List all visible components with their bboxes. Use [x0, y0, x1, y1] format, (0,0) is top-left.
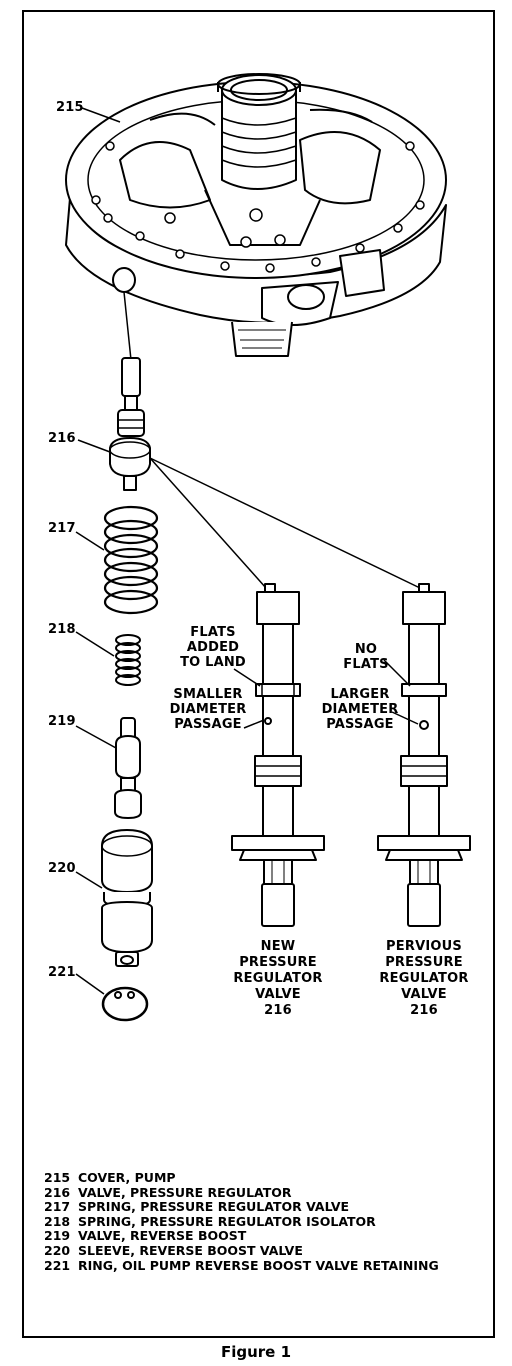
- callout-217: 217: [48, 521, 76, 536]
- pressure-regulator-valve-exploded: [109, 357, 151, 491]
- prev-title-line2: PRESSURE: [385, 955, 463, 970]
- previous-valve-flats-note: NO FLATS: [336, 642, 396, 672]
- legend-row: 220 SLEEVE, REVERSE BOOST VALVE: [44, 1242, 439, 1259]
- legend-row: 215 COVER, PUMP: [44, 1170, 439, 1186]
- prev-flats-line2: FLATS: [343, 657, 389, 672]
- pump-cover: [65, 73, 447, 357]
- parts-legend: 215 COVER, PUMP 216 VALVE, PRESSURE REGULA…: [44, 1170, 439, 1274]
- legend-row: 217 SPRING, PRESSURE REGULATOR VALVE: [44, 1199, 439, 1215]
- previous-pressure-regulator-valve: [377, 583, 471, 927]
- new-title-line3: REGULATOR: [233, 971, 323, 986]
- new-title-line2: PRESSURE: [239, 955, 317, 970]
- legend-row: 219 VALVE, REVERSE BOOST: [44, 1229, 439, 1244]
- prev-title-line3: REGULATOR: [379, 971, 469, 986]
- callout-215: 215: [56, 100, 84, 115]
- new-valve-title: NEW PRESSURE REGULATOR VALVE 216: [218, 939, 338, 1019]
- reverse-boost-valve: [114, 717, 142, 819]
- legend-row: 218 SPRING, PRESSURE REGULATOR ISOLATOR: [44, 1213, 439, 1230]
- new-pressure-regulator-valve: [231, 583, 325, 927]
- prev-passage-line3: PASSAGE: [326, 717, 394, 732]
- new-title-line5: 216: [264, 1003, 292, 1018]
- legend-row: 216 VALVE, PRESSURE REGULATOR: [44, 1184, 439, 1201]
- legend-text: SPRING, PRESSURE REGULATOR ISOLATOR: [78, 1213, 376, 1229]
- legend-text: RING, OIL PUMP REVERSE BOOST VALVE RETAI…: [78, 1257, 439, 1273]
- callout-218: 218: [48, 622, 76, 637]
- prev-title-line4: VALVE: [401, 987, 447, 1002]
- new-passage-line1: SMALLER: [173, 687, 243, 702]
- callout-216: 216: [48, 431, 76, 446]
- isolator-spring: [115, 634, 141, 686]
- legend-text: SPRING, PRESSURE REGULATOR VALVE: [78, 1199, 350, 1215]
- previous-valve-title: PERVIOUS PRESSURE REGULATOR VALVE 216: [364, 939, 484, 1019]
- reverse-boost-sleeve: [101, 829, 153, 967]
- legend-num: 218: [44, 1213, 71, 1229]
- legend-text: VALVE, REVERSE BOOST: [78, 1228, 247, 1244]
- legend-num: 219: [44, 1228, 71, 1244]
- legend-num: 216: [44, 1184, 71, 1200]
- prev-passage-line1: LARGER: [330, 687, 390, 702]
- callout-221: 221: [48, 965, 76, 980]
- legend-row: 221 RING, OIL PUMP REVERSE BOOST VALVE RE…: [44, 1257, 439, 1274]
- figure-frame: [22, 10, 495, 1338]
- new-title-line4: VALVE: [255, 987, 301, 1002]
- new-valve-passage-note: SMALLER DIAMETER PASSAGE: [158, 687, 258, 732]
- legend-text: VALVE, PRESSURE REGULATOR: [78, 1184, 292, 1200]
- figure-caption: Figure 1: [220, 1343, 292, 1361]
- legend-num: 215: [44, 1170, 71, 1185]
- new-flats-line3: TO LAND: [180, 655, 246, 670]
- prev-title-line5: 216: [410, 1003, 438, 1018]
- pressure-regulator-spring: [103, 505, 159, 615]
- prev-flats-line1: NO: [354, 642, 378, 657]
- legend-num: 220: [44, 1242, 71, 1258]
- legend-num: 217: [44, 1199, 71, 1215]
- prev-title-line1: PERVIOUS: [386, 939, 462, 954]
- legend-num: 221: [44, 1257, 71, 1273]
- new-title-line1: NEW: [260, 939, 296, 954]
- new-passage-line2: DIAMETER: [169, 702, 247, 717]
- legend-text: COVER, PUMP: [78, 1170, 176, 1185]
- new-valve-flats-note: FLATS ADDED TO LAND: [168, 625, 258, 670]
- prev-passage-line2: DIAMETER: [321, 702, 399, 717]
- legend-text: SLEEVE, REVERSE BOOST VALVE: [78, 1242, 303, 1258]
- callout-219: 219: [48, 714, 76, 729]
- previous-valve-passage-note: LARGER DIAMETER PASSAGE: [314, 687, 406, 732]
- retaining-ring: [101, 986, 149, 1022]
- callout-220: 220: [48, 861, 76, 876]
- new-flats-line1: FLATS: [190, 625, 236, 640]
- new-flats-line2: ADDED: [186, 640, 240, 655]
- new-passage-line3: PASSAGE: [174, 717, 242, 732]
